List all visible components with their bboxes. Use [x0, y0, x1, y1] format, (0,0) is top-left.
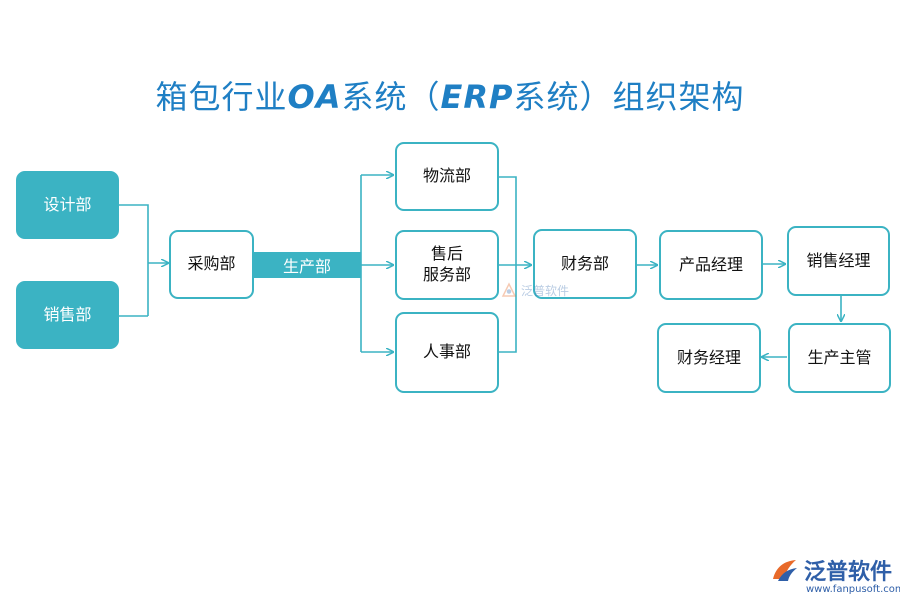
- node-design-label: 设计部: [43, 194, 92, 214]
- node-logistics-label: 物流部: [422, 166, 471, 186]
- node-finance-label: 财务部: [560, 253, 609, 273]
- node-finance-manager: 财务经理: [657, 323, 761, 393]
- node-logistics: 物流部: [395, 142, 499, 211]
- node-after-sales: 售后 服务部: [395, 230, 499, 300]
- node-after-sales-line1: 售后: [430, 244, 463, 264]
- page-title: 箱包行业OA系统（ERP系统）组织架构: [0, 72, 900, 118]
- link-design-merge: [118, 204, 149, 316]
- title-suffix: 系统）组织架构: [513, 78, 745, 116]
- fanpu-logo-icon: [501, 282, 517, 297]
- node-purchase: 采购部: [169, 230, 254, 299]
- brand-url: www.fanpusoft.com: [806, 584, 900, 595]
- brand-watermark: 泛普软件 www.fanpusoft.com: [770, 554, 900, 595]
- center-watermark: 泛普软件: [500, 281, 569, 299]
- node-product-manager-label: 产品经理: [678, 254, 743, 274]
- node-production-supervisor-label: 生产主管: [807, 347, 872, 367]
- node-finance-manager-label: 财务经理: [676, 347, 741, 367]
- node-sales-label: 销售部: [43, 304, 92, 324]
- node-production-supervisor: 生产主管: [788, 323, 891, 393]
- node-production-label: 生产部: [282, 257, 331, 276]
- node-sales-manager-label: 销售经理: [806, 250, 871, 270]
- node-production-bar: 生产部: [253, 252, 361, 278]
- node-purchase-label: 采购部: [187, 254, 236, 274]
- node-sales-manager: 销售经理: [787, 226, 890, 296]
- node-sales: 销售部: [16, 281, 119, 349]
- node-hr-label: 人事部: [422, 342, 471, 362]
- title-erp: ERP: [440, 78, 514, 116]
- title-prefix: 箱包行业: [155, 78, 288, 116]
- node-product-manager: 产品经理: [659, 230, 763, 300]
- fanpu-brand-logo-icon: [773, 560, 797, 581]
- title-oa: OA: [287, 78, 342, 116]
- node-design: 设计部: [16, 171, 119, 239]
- title-middle: 系统（: [341, 78, 441, 116]
- node-finance: 财务部: [533, 229, 637, 299]
- node-after-sales-line2: 服务部: [422, 265, 471, 284]
- node-hr: 人事部: [395, 312, 499, 393]
- brand-name: 泛普软件: [804, 560, 893, 585]
- center-watermark-text: 泛普软件: [521, 283, 570, 298]
